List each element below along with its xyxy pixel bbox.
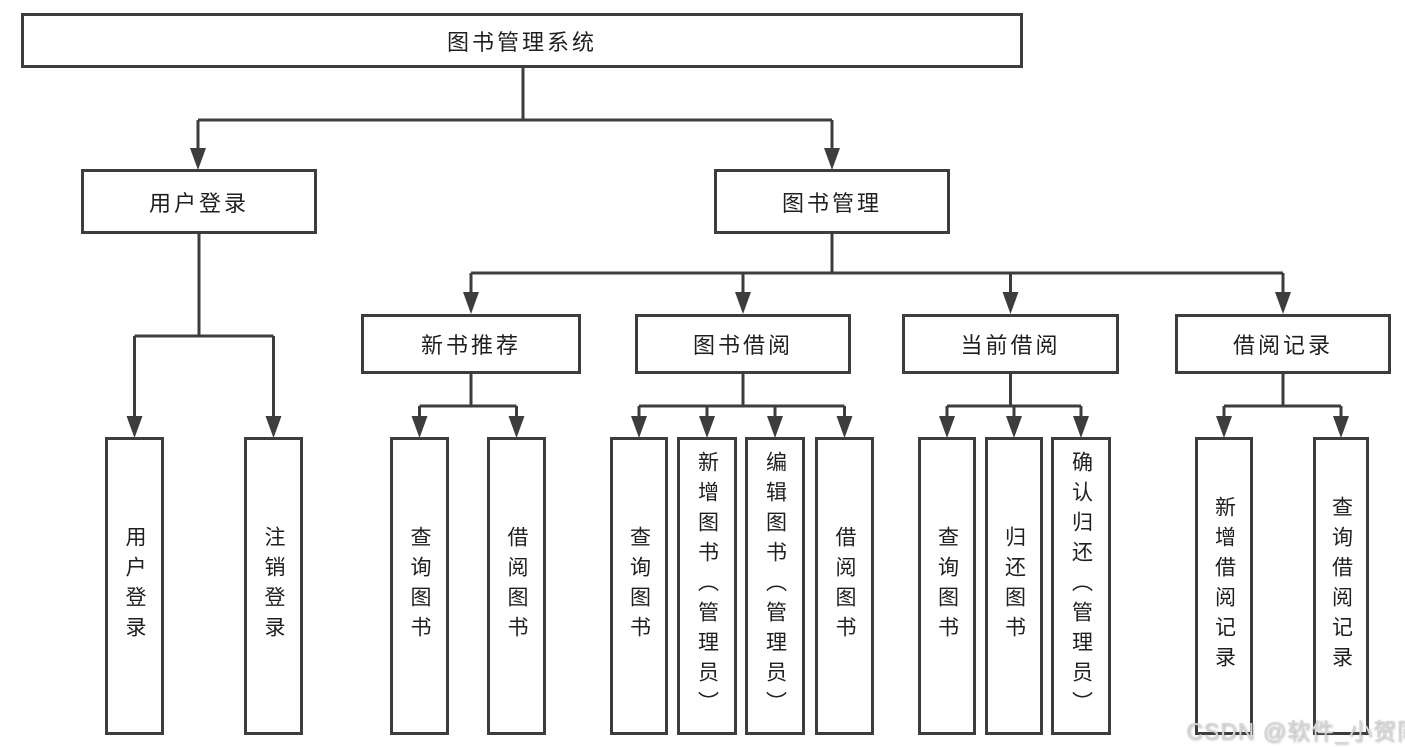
node-book-borrow: 图书借阅 (635, 314, 851, 374)
node-root: 图书管理系统 (21, 13, 1023, 68)
leaf-logout-label: 注销登录 (262, 526, 285, 646)
leaf-query-books-recommend-label: 查询图书 (408, 526, 431, 646)
leaf-borrow-books: 借阅图书 (815, 437, 874, 735)
leaf-borrow-books-recommend: 借阅图书 (487, 437, 546, 735)
leaf-add-borrow-record: 新增借阅记录 (1195, 437, 1253, 735)
leaf-query-books-current-label: 查询图书 (935, 526, 959, 646)
node-user-login: 用户登录 (81, 169, 317, 234)
leaf-add-borrow-record-label: 新增借阅记录 (1212, 496, 1236, 676)
leaf-query-books-borrow: 查询图书 (610, 437, 668, 735)
leaf-borrow-books-label: 借阅图书 (833, 526, 856, 646)
node-book-management: 图书管理 (714, 169, 950, 234)
node-root-label: 图书管理系统 (446, 29, 597, 55)
leaf-confirm-return-admin: 确认归还（管理员） (1051, 437, 1111, 735)
watermark: CSDN @软件_小贺同学 (1186, 718, 1405, 744)
node-borrow-records-label: 借阅记录 (1232, 333, 1333, 358)
leaf-edit-book-admin: 编辑图书（管理员） (745, 437, 805, 735)
leaf-query-books-recommend: 查询图书 (390, 437, 449, 735)
leaf-return-books-label: 归还图书 (1002, 526, 1026, 646)
leaf-edit-book-admin-label: 编辑图书（管理员） (763, 451, 787, 721)
leaf-query-books-borrow-label: 查询图书 (627, 526, 651, 646)
leaf-logout: 注销登录 (244, 437, 303, 735)
node-current-borrow: 当前借阅 (902, 314, 1119, 374)
node-book-management-label: 图书管理 (781, 190, 882, 216)
leaf-return-books: 归还图书 (985, 437, 1043, 735)
node-user-login-label: 用户登录 (148, 190, 249, 216)
leaf-add-book-admin-label: 新增图书（管理员） (695, 451, 719, 721)
leaf-add-book-admin: 新增图书（管理员） (677, 437, 737, 735)
leaf-query-books-current: 查询图书 (918, 437, 976, 735)
leaf-query-borrow-record-label: 查询借阅记录 (1329, 496, 1353, 676)
node-borrow-records: 借阅记录 (1175, 314, 1391, 374)
leaf-query-borrow-record: 查询借阅记录 (1313, 437, 1369, 735)
node-new-book-recommend-label: 新书推荐 (420, 333, 521, 358)
leaf-borrow-books-recommend-label: 借阅图书 (505, 526, 528, 646)
leaf-confirm-return-admin-label: 确认归还（管理员） (1069, 451, 1093, 721)
node-current-borrow-label: 当前借阅 (960, 333, 1061, 358)
leaf-user-login: 用户登录 (105, 437, 164, 735)
leaf-user-login-label: 用户登录 (123, 526, 146, 646)
node-book-borrow-label: 图书借阅 (692, 333, 793, 358)
node-new-book-recommend: 新书推荐 (361, 314, 581, 374)
